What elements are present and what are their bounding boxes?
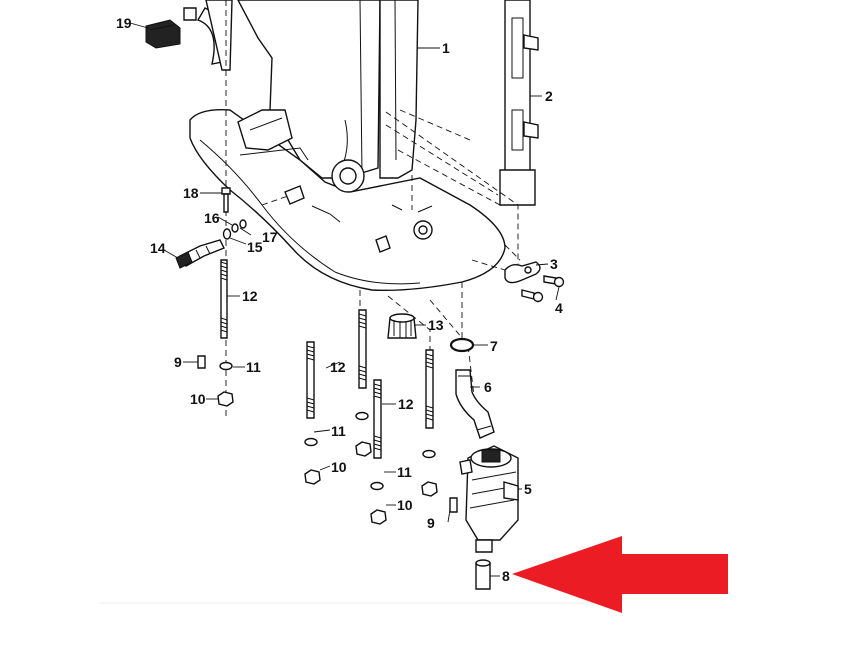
callout-11-center: 11	[331, 423, 346, 439]
callout-11-left: 11	[246, 359, 261, 375]
part-19-block	[145, 0, 233, 71]
red-pointer-arrow	[512, 536, 728, 613]
part-10-nuts	[217, 391, 438, 525]
part-11-washers	[219, 361, 436, 491]
part-4-screws	[521, 275, 565, 303]
callout-16: 16	[204, 210, 220, 226]
callout-7: 7	[490, 338, 498, 354]
callout-9-right: 9	[427, 515, 435, 531]
callout-12-right: 12	[398, 396, 414, 412]
callout-15: 15	[247, 239, 263, 255]
part-7-oring	[449, 337, 475, 353]
part-14-fitting	[175, 239, 225, 269]
part-13-coupler	[387, 313, 417, 339]
callout-11-right: 11	[397, 464, 412, 480]
callout-12-left: 12	[242, 288, 258, 304]
part-9-dowels	[197, 355, 458, 513]
part-3-bracket	[504, 261, 541, 284]
callout-13: 13	[428, 317, 444, 333]
part-6-hose	[455, 369, 495, 439]
callout-1: 1	[442, 40, 450, 56]
callout-14: 14	[150, 240, 166, 256]
callout-5: 5	[524, 481, 532, 497]
part-16-17-rings	[222, 219, 247, 240]
part-5-actuator	[459, 445, 519, 553]
callout-2: 2	[545, 88, 553, 104]
part-18-bolt	[221, 187, 231, 213]
callout-3: 3	[550, 256, 558, 272]
callout-19: 19	[116, 15, 132, 31]
part-8-sleeve	[475, 559, 491, 590]
part-12-studs	[220, 259, 434, 459]
callout-10-center: 10	[397, 497, 413, 513]
callout-9-left: 9	[174, 354, 182, 370]
callout-17: 17	[262, 229, 278, 245]
callout-4: 4	[555, 300, 563, 316]
part-2-tube	[499, 0, 539, 206]
callout-labels: 1 2 3 4 5 6 7 8 9 9 10 10 10 10 11 11 11…	[116, 15, 563, 584]
drive-housing	[189, 0, 506, 292]
callout-18: 18	[183, 185, 199, 201]
callout-10-center-left: 10	[331, 459, 347, 475]
callout-8: 8	[502, 568, 510, 584]
callout-12-center: 12	[330, 359, 346, 375]
callout-10-left: 10	[190, 391, 206, 407]
callout-6: 6	[484, 379, 492, 395]
leader-lines	[129, 22, 560, 577]
